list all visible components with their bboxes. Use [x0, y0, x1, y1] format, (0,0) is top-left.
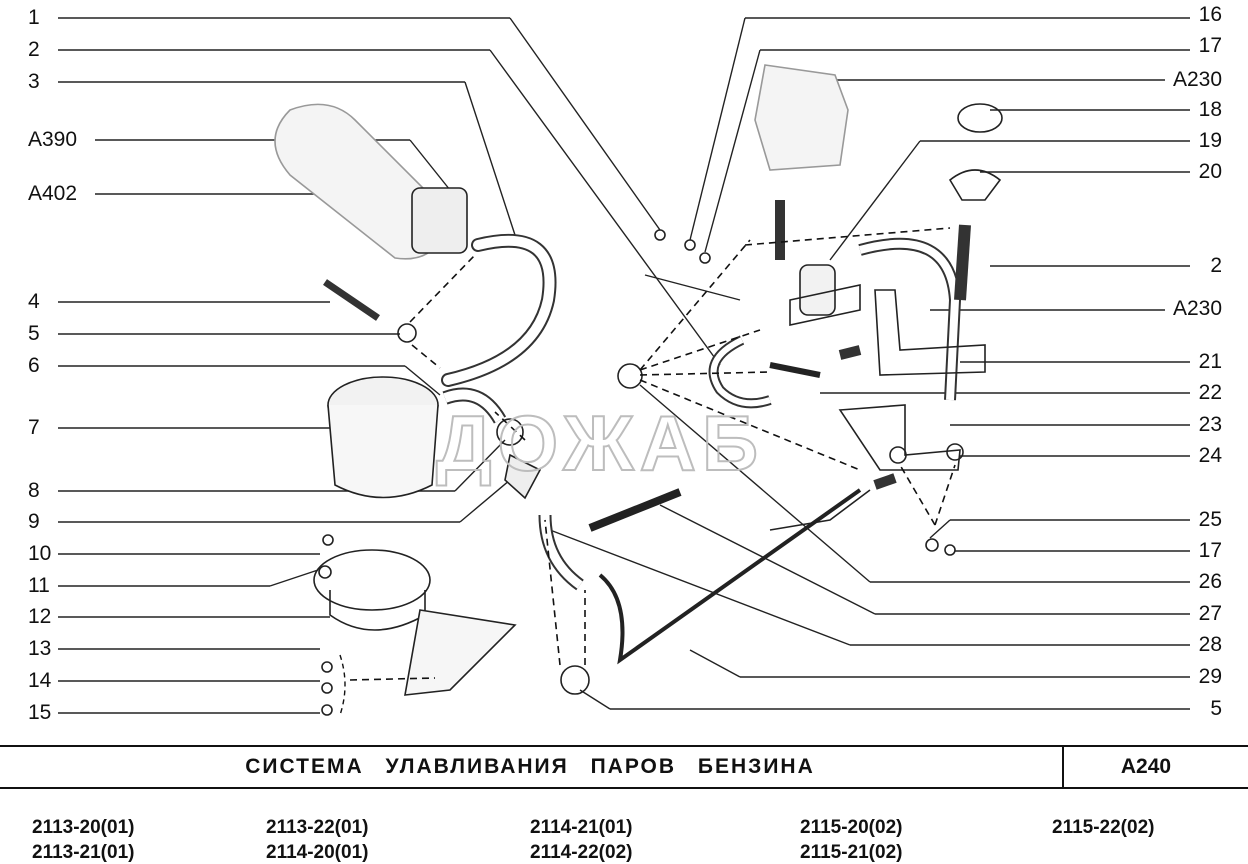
callout-2-right: 2: [1210, 254, 1222, 277]
callout-21: 21: [1198, 350, 1222, 373]
page-title: СИСТЕМА УЛАВЛИВАНИЯ ПАРОВ БЕНЗИНА: [245, 755, 815, 778]
callout-a230-mid: A230: [1172, 297, 1222, 320]
callout-5-right: 5: [1210, 697, 1222, 720]
callout-27: 27: [1198, 602, 1222, 625]
callout-18: 18: [1198, 98, 1222, 121]
callout-4: 4: [28, 290, 40, 313]
callout-11: 11: [28, 574, 50, 597]
callout-a230-top: A230: [1172, 68, 1222, 91]
callout-25: 25: [1198, 508, 1222, 531]
callout-14: 14: [28, 669, 52, 692]
callout-9: 9: [28, 510, 40, 533]
callout-a402: A402: [28, 182, 78, 205]
callout-13: 13: [28, 637, 52, 660]
model-item: 2113-20(01): [32, 817, 135, 838]
callout-17: 17: [1198, 34, 1222, 57]
parts-diagram: ДОЖАБ: [58, 17, 1190, 716]
diagram-code: A240: [1120, 755, 1172, 778]
callout-5: 5: [28, 322, 40, 345]
model-item: 2115-22(02): [1052, 817, 1155, 838]
title-divider: [1062, 747, 1064, 789]
callout-17-lower: 17: [1198, 539, 1222, 562]
model-item: 2114-21(01): [530, 817, 633, 838]
callout-7: 7: [28, 416, 40, 439]
model-item: 2114-20(01): [266, 842, 369, 863]
callout-12: 12: [28, 605, 52, 628]
callout-16: 16: [1198, 3, 1222, 26]
callout-29: 29: [1198, 665, 1222, 688]
model-item: 2113-22(01): [266, 817, 369, 838]
callout-28: 28: [1198, 633, 1222, 656]
callout-10: 10: [28, 542, 52, 565]
callout-a390: A390: [28, 128, 78, 151]
callout-24: 24: [1198, 444, 1222, 467]
callout-23: 23: [1198, 413, 1222, 436]
callout-2: 2: [28, 38, 40, 61]
model-item: 2114-22(02): [530, 842, 633, 863]
watermark: ДОЖАБ: [436, 399, 764, 487]
callout-1: 1: [28, 6, 40, 29]
callout-6: 6: [28, 354, 40, 377]
model-item: 2115-21(02): [800, 842, 903, 863]
callout-15: 15: [28, 701, 52, 724]
callout-8: 8: [28, 479, 40, 502]
callout-26: 26: [1198, 570, 1222, 593]
model-item: 2113-21(01): [32, 842, 135, 863]
callout-20: 20: [1198, 160, 1222, 183]
callout-19: 19: [1198, 129, 1222, 152]
title-bar: СИСТЕМА УЛАВЛИВАНИЯ ПАРОВ БЕНЗИНА A240: [0, 745, 1248, 789]
model-item: 2115-20(02): [800, 817, 903, 838]
callout-3: 3: [28, 70, 40, 93]
callout-22: 22: [1198, 381, 1222, 404]
